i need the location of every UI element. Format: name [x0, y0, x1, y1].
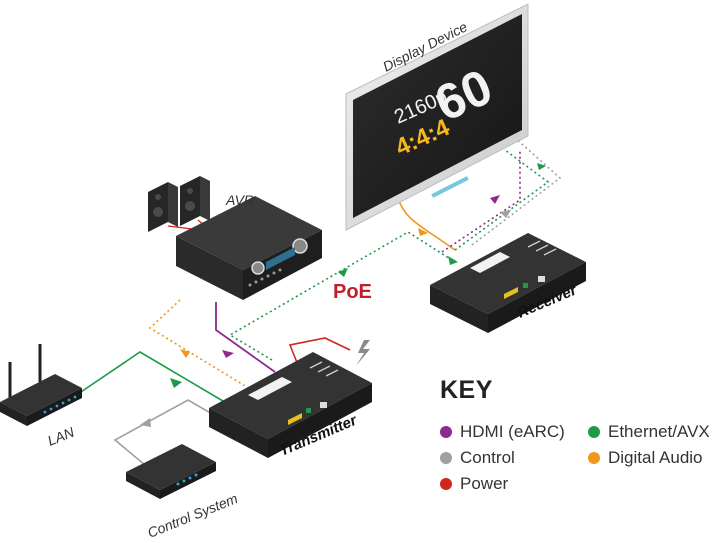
- legend-dot-icon: [440, 426, 452, 438]
- cable-tv-receiver-control: [471, 137, 562, 246]
- transmitter: Transmitter: [209, 340, 372, 460]
- arrow-icon: [338, 268, 348, 277]
- speaker-left: [148, 182, 178, 232]
- cable-power-transmitter: [288, 337, 351, 371]
- avr: AVR: [176, 192, 322, 300]
- legend-dot-icon: [440, 452, 452, 464]
- legend-dot-icon: [588, 452, 600, 464]
- legend-label: Power: [460, 474, 509, 493]
- control-system: Control System: [126, 444, 240, 541]
- arrow-icon: [537, 163, 546, 170]
- tv-screen: [353, 14, 522, 218]
- arrow-icon: [222, 350, 234, 358]
- legend: KEY HDMI (eARC) Ethernet/AVX Control Dig…: [436, 376, 720, 506]
- legend-item-digital-audio: Digital Audio: [588, 448, 703, 468]
- speaker-right: [180, 176, 210, 226]
- cable-tv-receiver-audio: [397, 197, 456, 251]
- cable-transmitter-receiver-ethernet: [228, 231, 456, 361]
- legend-label: HDMI (eARC): [460, 422, 565, 441]
- arrow-icon: [490, 195, 500, 204]
- arrow-icon: [500, 210, 511, 218]
- cable-avr-transmitter-audio: [148, 299, 256, 393]
- arrow-icon: [140, 418, 151, 427]
- cables: [71, 137, 562, 466]
- tv-stand: [431, 176, 469, 198]
- cable-avr-transmitter-hdmi: [215, 302, 276, 373]
- lan-router: LAN: [0, 344, 82, 449]
- legend-label: Ethernet/AVX: [608, 422, 710, 441]
- legend-dot-icon: [440, 478, 452, 490]
- cable-tv-receiver-hdmi: [441, 150, 521, 253]
- power-bolt-icon: [356, 340, 370, 366]
- arrow-icon: [418, 228, 428, 236]
- legend-title: KEY: [440, 376, 493, 404]
- display-device: Display Device 2160p 60 4:4:4: [345, 3, 529, 231]
- legend-label: Control: [460, 448, 515, 467]
- cable-lan-transmitter: [71, 351, 229, 405]
- legend-dot-icon: [588, 426, 600, 438]
- legend-label: Digital Audio: [608, 448, 703, 467]
- lan-label: LAN: [45, 423, 77, 448]
- legend-item-control: Control: [440, 448, 515, 468]
- arrow-icon: [448, 256, 458, 265]
- speakers: [148, 176, 210, 232]
- cable-arrows: [140, 163, 546, 427]
- arrow-icon: [180, 349, 190, 358]
- legend-item-hdmi: HDMI (eARC): [440, 422, 565, 442]
- poe-label: PoE: [333, 281, 372, 303]
- legend-item-power: Power: [440, 474, 508, 494]
- avr-label: AVR: [225, 192, 254, 208]
- legend-item-ethernet: Ethernet/AVX: [588, 422, 710, 442]
- cable-tv-receiver-ethernet: [454, 149, 550, 251]
- arrow-icon: [170, 378, 182, 388]
